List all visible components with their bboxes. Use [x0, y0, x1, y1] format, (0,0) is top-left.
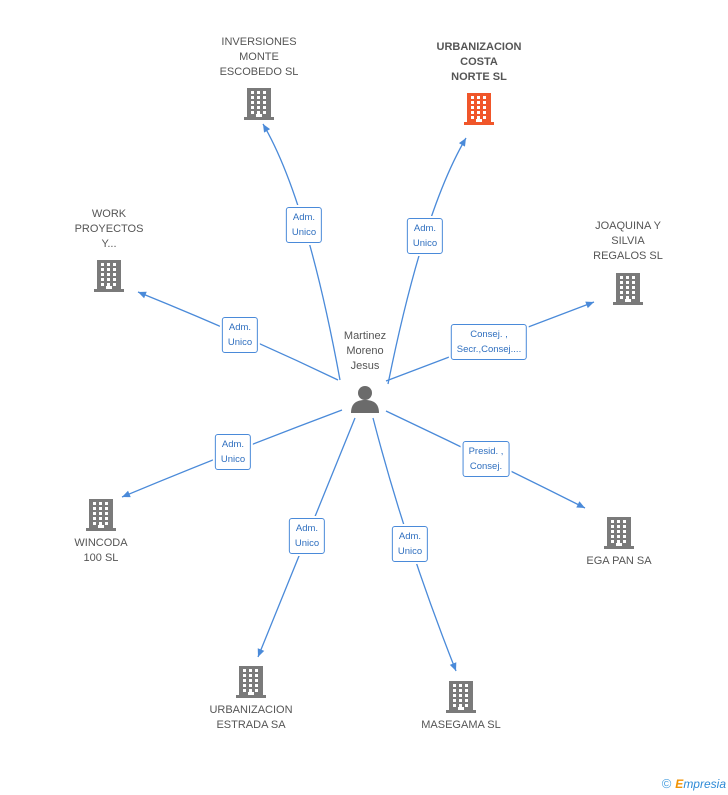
- company-name[interactable]: EGA PAN SA: [586, 555, 652, 567]
- building-icon[interactable]: [446, 679, 476, 713]
- relation-edge: [262, 123, 341, 381]
- arrowhead-icon: [138, 291, 147, 299]
- company-name[interactable]: WORK PROYECTOS Y...: [74, 208, 144, 250]
- arrowhead-icon: [449, 662, 457, 671]
- relation-role-label[interactable]: Adm. Unico: [391, 526, 429, 562]
- brand-logo-text: mpresia: [683, 777, 726, 791]
- building-icon[interactable]: [244, 86, 274, 120]
- arrowhead-icon: [263, 124, 271, 133]
- building-icon-highlighted[interactable]: [464, 91, 494, 125]
- building-icon[interactable]: [94, 258, 124, 292]
- copyright-icon: ©: [661, 776, 672, 791]
- building-icon[interactable]: [604, 515, 634, 549]
- relation-role-label[interactable]: Adm. Unico: [406, 218, 444, 254]
- footer-brand: ©Empresia: [662, 776, 726, 791]
- arrowhead-icon: [122, 490, 131, 498]
- arrowhead-icon: [458, 138, 466, 147]
- building-icon[interactable]: [86, 497, 116, 531]
- company-name[interactable]: JOAQUINA Y SILVIA REGALOS SL: [593, 220, 663, 262]
- building-icon[interactable]: [236, 664, 266, 698]
- arrowhead-icon: [585, 301, 594, 309]
- person-icon[interactable]: [350, 384, 380, 414]
- relation-role-label[interactable]: Adm. Unico: [221, 317, 259, 353]
- company-name[interactable]: URBANIZACION ESTRADA SA: [209, 704, 293, 731]
- relation-role-label[interactable]: Adm. Unico: [214, 434, 252, 470]
- arrowhead-icon: [257, 648, 265, 657]
- company-name[interactable]: MASEGAMA SL: [421, 719, 501, 731]
- company-name[interactable]: INVERSIONES MONTE ESCOBEDO SL: [219, 36, 299, 78]
- person-name: Martinez Moreno Jesus: [343, 330, 387, 372]
- brand-logo-initial: E: [675, 777, 684, 791]
- relation-role-label[interactable]: Adm. Unico: [285, 207, 323, 243]
- relation-role-label[interactable]: Presid. , Consej.: [462, 441, 510, 477]
- relation-role-label[interactable]: Adm. Unico: [288, 518, 326, 554]
- building-icon[interactable]: [613, 271, 643, 305]
- company-name[interactable]: WINCODA 100 SL: [74, 537, 128, 564]
- relation-role-label[interactable]: Consej. , Secr.,Consej....: [450, 324, 528, 360]
- arrowhead-icon: [576, 501, 585, 508]
- company-name[interactable]: URBANIZACION COSTA NORTE SL: [436, 41, 522, 83]
